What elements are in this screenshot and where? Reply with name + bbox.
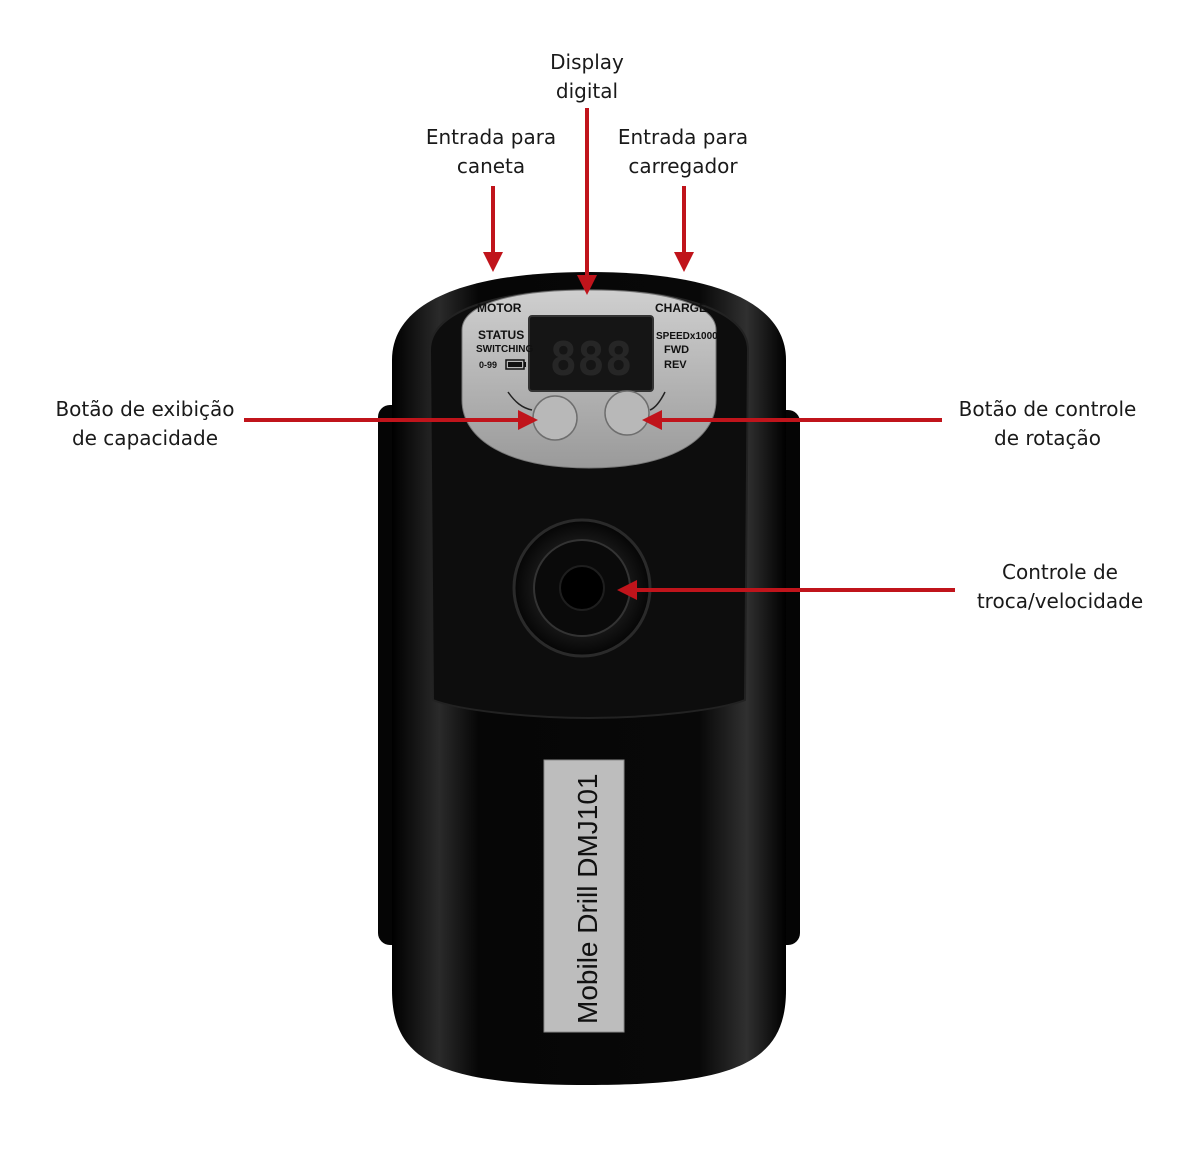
capacity-button[interactable] [532, 395, 578, 441]
speed-knob[interactable] [512, 518, 652, 658]
motor-label: MOTOR [477, 301, 522, 315]
callout-pen-input-line1: Entrada para [425, 125, 557, 149]
callout-speed-control-line2: troca/velocidade [976, 589, 1144, 613]
callout-rotation-button-line1: Botão de controle [958, 397, 1137, 421]
callout-charger-input: Entrada para carregador [598, 123, 768, 181]
panel-curve-right [649, 391, 666, 411]
model-label-plate [543, 759, 625, 1033]
charge-label: CHARGE [655, 301, 707, 315]
callout-rotation-button-line2: de rotação [994, 426, 1101, 450]
callout-rotation-button: Botão de controle de rotação [940, 395, 1155, 453]
callout-display-line1: Display [550, 50, 624, 74]
range-label: 0-99 [479, 360, 497, 370]
model-label: Mobile Drill DMJ101 [572, 773, 603, 1024]
callout-pen-input: Entrada para caneta [406, 123, 576, 181]
callout-charger-input-line1: Entrada para [617, 125, 749, 149]
battery-icon [505, 359, 526, 370]
speed-label: SPEEDx1000 [656, 331, 718, 342]
rotation-button[interactable] [604, 390, 650, 436]
callout-pen-input-line2: caneta [456, 154, 526, 178]
callout-speed-control: Controle de troca/velocidade [950, 558, 1170, 616]
callout-capacity-button: Botão de exibição de capacidade [40, 395, 250, 453]
callout-capacity-button-line2: de capacidade [71, 426, 219, 450]
callout-capacity-button-line1: Botão de exibição [55, 397, 235, 421]
rev-label: REV [664, 359, 687, 371]
callout-speed-control-line1: Controle de [1002, 560, 1118, 584]
lcd-digits: 888 [549, 332, 632, 386]
callout-display-line2: digital [555, 79, 619, 103]
callout-charger-input-line2: carregador [628, 154, 738, 178]
status-label: STATUS [478, 328, 524, 342]
callout-display: Display digital [537, 48, 637, 106]
lcd-display [528, 315, 654, 392]
switching-label: SWITCHING [476, 344, 533, 355]
fwd-label: FWD [664, 344, 689, 356]
panel-curve-left [507, 391, 533, 411]
